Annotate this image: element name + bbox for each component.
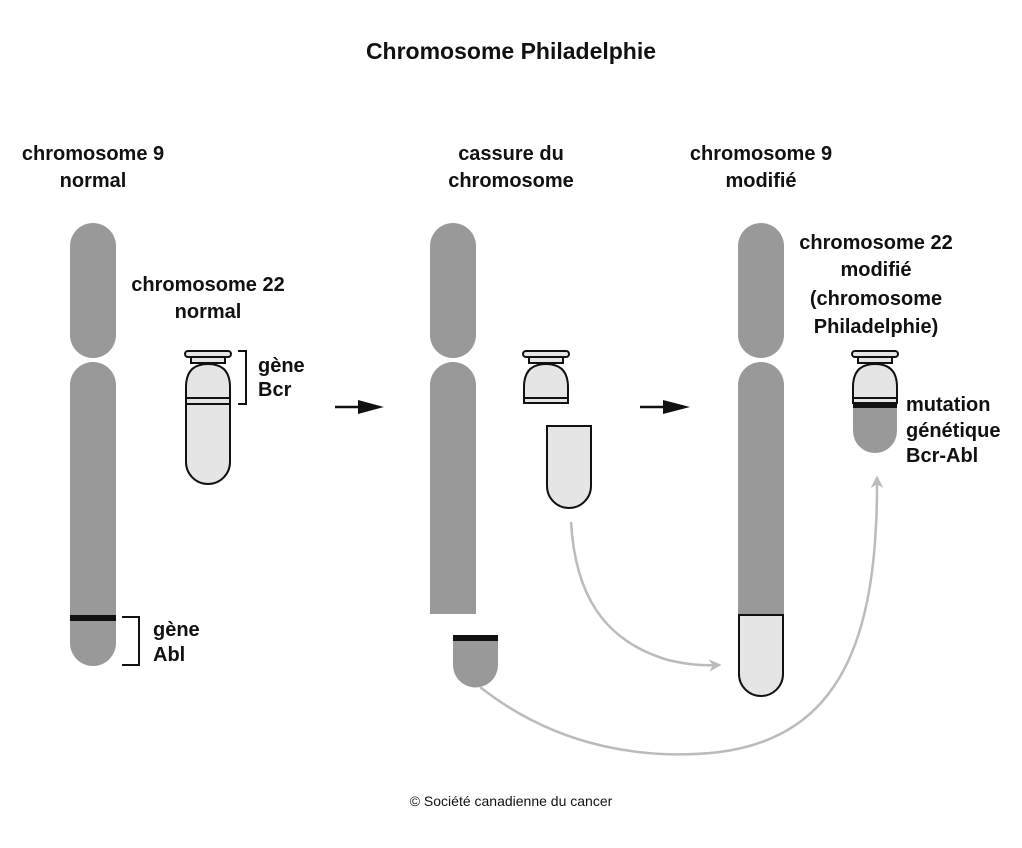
chromosome-22-broken-top <box>522 350 570 404</box>
label-chromosome-9-normal-line2: normal <box>60 170 127 192</box>
translocation-arrow-22-to-9 <box>569 521 722 672</box>
label-mutation-line3: Bcr-Abl <box>906 445 978 467</box>
label-gene-abl-line2: Abl <box>153 644 185 666</box>
label-mutation-line2: génétique <box>906 420 1000 442</box>
label-gene-bcr-line2: Bcr <box>258 379 292 401</box>
chromosome-9-modified <box>738 223 784 697</box>
bracket-gene-bcr <box>238 350 247 405</box>
chromosome-9-fragment-abl <box>453 635 498 688</box>
diagram-title: Chromosome Philadelphie <box>366 38 656 64</box>
chromosome-9-normal <box>70 223 116 666</box>
label-chromosome-22-modified-line2: modifié <box>840 259 911 281</box>
label-chromosome-22-normal-line2: normal <box>175 301 242 323</box>
label-breakage-line1: cassure du <box>458 143 564 165</box>
label-chromosome-9-normal-line1: chromosome 9 <box>22 143 164 165</box>
step-arrow-1 <box>335 400 384 414</box>
label-chromosome-22-modified-line1: chromosome 22 <box>799 232 952 254</box>
label-chromosome-22-normal-line1: chromosome 22 <box>131 274 284 296</box>
chromosome-22-fragment <box>546 425 592 509</box>
philadelphia-chromosome <box>851 350 899 453</box>
translocation-arrow-9-to-22 <box>479 475 884 756</box>
bcr-abl-junction-band <box>853 402 897 408</box>
label-gene-bcr-line1: gène <box>258 355 305 377</box>
gene-abl-band <box>70 615 116 621</box>
label-chromosome-22-modified-line4: Philadelphie) <box>814 316 938 338</box>
label-breakage-line2: chromosome <box>448 170 574 192</box>
chromosome-9-broken <box>430 223 476 614</box>
label-chromosome-9-modified-line2: modifié <box>725 170 796 192</box>
label-chromosome-22-modified-line3: (chromosome <box>810 288 942 310</box>
copyright-notice: © Société canadienne du cancer <box>410 793 613 809</box>
chromosome-22-normal <box>184 350 232 485</box>
label-chromosome-9-modified-line1: chromosome 9 <box>690 143 832 165</box>
step-arrow-2 <box>640 400 690 414</box>
label-gene-abl-line1: gène <box>153 619 200 641</box>
label-mutation-line1: mutation <box>906 394 990 416</box>
bracket-gene-abl <box>122 616 140 666</box>
